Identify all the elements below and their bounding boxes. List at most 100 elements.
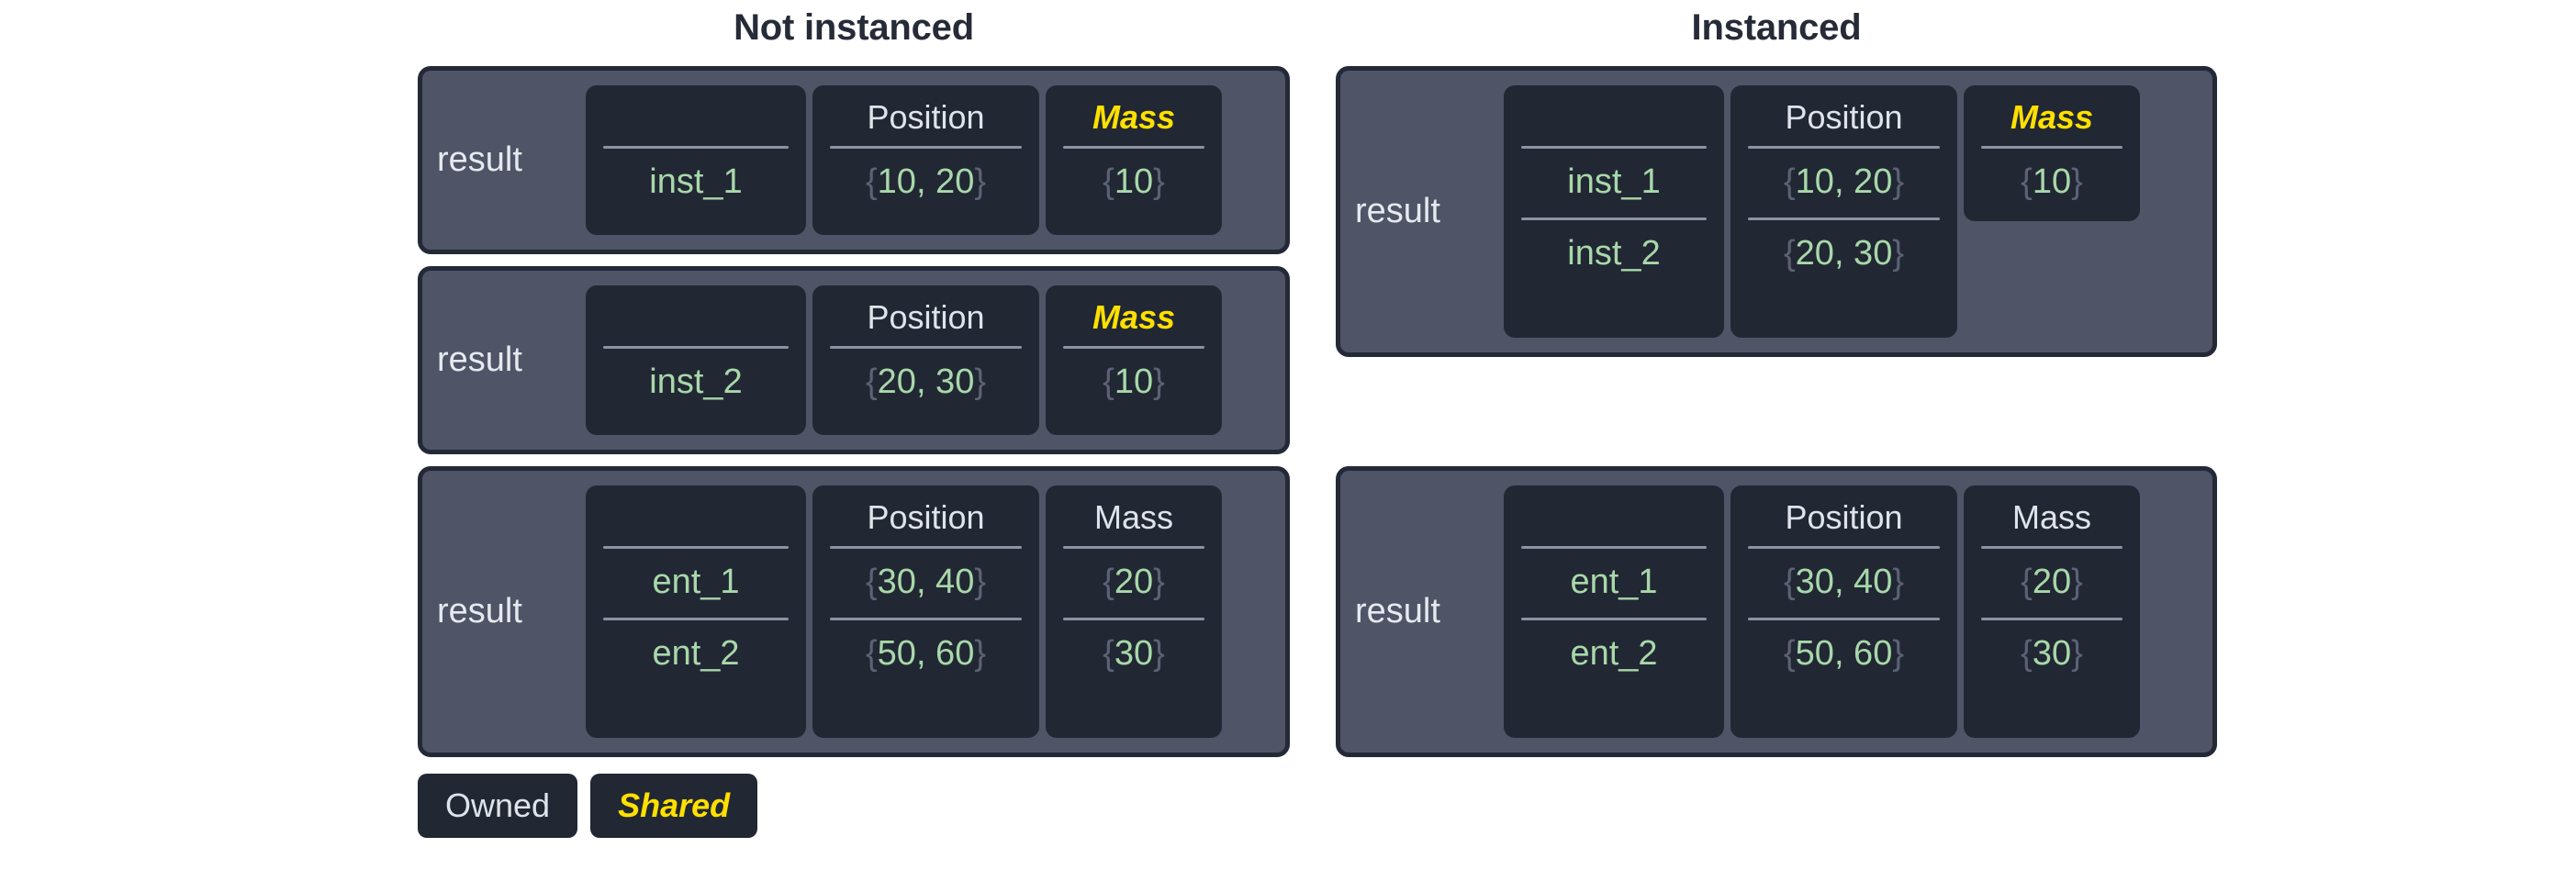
table-cell-position: {30, 40} xyxy=(812,546,1039,618)
column-name: ent_1 ent_2 xyxy=(586,485,806,738)
column-name: ent_1 ent_2 xyxy=(1504,485,1724,738)
column-mass-shared: Mass {10} xyxy=(1964,85,2140,221)
column-header-name xyxy=(586,89,806,146)
panel-title-not-instanced: Not instanced xyxy=(734,7,974,48)
legend-item-owned: Owned xyxy=(418,774,578,838)
cell-value: {10} xyxy=(1103,362,1165,402)
close-brace: } xyxy=(974,362,987,401)
table-cell-name: ent_2 xyxy=(1504,618,1724,689)
table-cell-mass: {20} xyxy=(1964,546,2140,618)
column-header-mass: Mass xyxy=(1093,498,1173,536)
close-brace: } xyxy=(974,633,987,673)
column-header-mass: Mass xyxy=(2011,498,2091,536)
table-cell-name: inst_2 xyxy=(1504,218,1724,289)
close-brace: } xyxy=(1892,233,1905,273)
table-cell-name: inst_2 xyxy=(586,346,806,418)
close-brace: } xyxy=(2071,162,2083,201)
open-brace: { xyxy=(865,362,878,401)
open-brace: { xyxy=(1783,562,1796,601)
close-brace: } xyxy=(1892,633,1905,673)
table-cell-position: {10, 20} xyxy=(1730,146,1957,218)
column-group: ent_1 ent_2 Position {30, 40} {50, 60} M… xyxy=(586,471,1285,753)
column-position: Position {20, 30} xyxy=(812,285,1039,435)
column-header-mass: Mass xyxy=(1092,98,1176,136)
value-text: 50, 60 xyxy=(1795,633,1893,673)
cell-value: {10} xyxy=(1103,162,1165,202)
column-header-position: Position xyxy=(867,98,985,136)
cell-value: {50, 60} xyxy=(1784,634,1904,674)
table-cell-name: inst_1 xyxy=(586,146,806,218)
table-cell-position: {50, 60} xyxy=(1730,618,1957,689)
column-header-mass: Mass xyxy=(2010,98,2094,136)
result-card: result inst_2 Position {20, 30} Mass {10… xyxy=(418,266,1290,454)
close-brace: } xyxy=(1153,362,1165,401)
column-header-name xyxy=(586,289,806,346)
table-cell-position: {20, 30} xyxy=(1730,218,1957,289)
open-brace: { xyxy=(1103,162,1114,201)
column-name: inst_1 inst_2 xyxy=(1504,85,1724,338)
table-cell-mass: {30} xyxy=(1964,618,2140,689)
column-position: Position {10, 20} xyxy=(812,85,1039,235)
panel-title-instanced: Instanced xyxy=(1691,7,1862,48)
value-text: 30 xyxy=(2032,633,2072,673)
value-text: 20, 30 xyxy=(1795,233,1893,273)
close-brace: } xyxy=(974,562,987,601)
cell-value: {20, 30} xyxy=(866,362,986,402)
table-cell-position: {30, 40} xyxy=(1730,546,1957,618)
column-group: inst_1 Position {10, 20} Mass {10} xyxy=(586,71,1285,250)
close-brace: } xyxy=(2071,633,2083,673)
column-mass: Mass {20} {30} xyxy=(1964,485,2140,738)
cell-value: {50, 60} xyxy=(866,634,986,674)
value-text: 10 xyxy=(2032,162,2072,201)
cell-value: ent_1 xyxy=(652,562,740,601)
result-card: result inst_1 inst_2 Position {10, 20} {… xyxy=(1336,66,2217,357)
column-mass: Mass {20} {30} xyxy=(1046,485,1222,738)
open-brace: { xyxy=(1103,362,1114,401)
table-cell-mass: {10} xyxy=(1046,346,1222,418)
cell-value: {20} xyxy=(2021,563,2083,602)
close-brace: } xyxy=(1892,562,1905,601)
table-cell-mass: {20} xyxy=(1046,546,1222,618)
value-text: 30 xyxy=(1114,633,1154,673)
column-position: Position {30, 40} {50, 60} xyxy=(1730,485,1957,738)
result-label: result xyxy=(1355,192,1440,230)
table-cell-mass: {30} xyxy=(1046,618,1222,689)
close-brace: } xyxy=(974,162,987,201)
result-label: result xyxy=(437,592,522,630)
column-mass: Mass {10} xyxy=(1046,285,1222,435)
value-text: 30, 40 xyxy=(1795,562,1893,601)
result-card: result ent_1 ent_2 Position {30, 40} {50… xyxy=(1336,466,2217,757)
table-cell-position: {50, 60} xyxy=(812,618,1039,689)
value-text: 10, 20 xyxy=(877,162,975,201)
legend: Owned Shared xyxy=(418,774,758,838)
column-group: ent_1 ent_2 Position {30, 40} {50, 60} M… xyxy=(1504,471,2212,753)
column-header-position: Position xyxy=(867,498,985,536)
column-header-mass: Mass xyxy=(1092,298,1176,336)
open-brace: { xyxy=(1103,633,1114,673)
cell-value: {20, 30} xyxy=(1784,234,1904,273)
cell-value: {30, 40} xyxy=(866,563,986,602)
column-position: Position {30, 40} {50, 60} xyxy=(812,485,1039,738)
table-cell-name: ent_1 xyxy=(1504,546,1724,618)
table-cell-position: {20, 30} xyxy=(812,346,1039,418)
result-label: result xyxy=(437,340,522,379)
value-text: 30, 40 xyxy=(877,562,975,601)
open-brace: { xyxy=(1783,233,1796,273)
column-header-position: Position xyxy=(1785,98,1903,136)
cell-value: {10, 20} xyxy=(866,162,986,202)
value-text: 10 xyxy=(1114,162,1154,201)
open-brace: { xyxy=(865,162,878,201)
open-brace: { xyxy=(2021,562,2033,601)
open-brace: { xyxy=(865,562,878,601)
cell-value: inst_2 xyxy=(1567,233,1661,273)
column-header-name xyxy=(1504,489,1724,546)
close-brace: } xyxy=(1892,162,1905,201)
value-text: 10 xyxy=(1114,362,1154,401)
cell-value: {10, 20} xyxy=(1784,162,1904,202)
result-card: result ent_1 ent_2 Position {30, 40} {50… xyxy=(418,466,1290,757)
column-group: inst_2 Position {20, 30} Mass {10} xyxy=(586,271,1285,450)
table-cell-name: inst_1 xyxy=(1504,146,1724,218)
cell-value: {20} xyxy=(1103,563,1165,602)
column-group: inst_1 inst_2 Position {10, 20} {20, 30}… xyxy=(1504,71,2212,352)
close-brace: } xyxy=(1153,162,1165,201)
